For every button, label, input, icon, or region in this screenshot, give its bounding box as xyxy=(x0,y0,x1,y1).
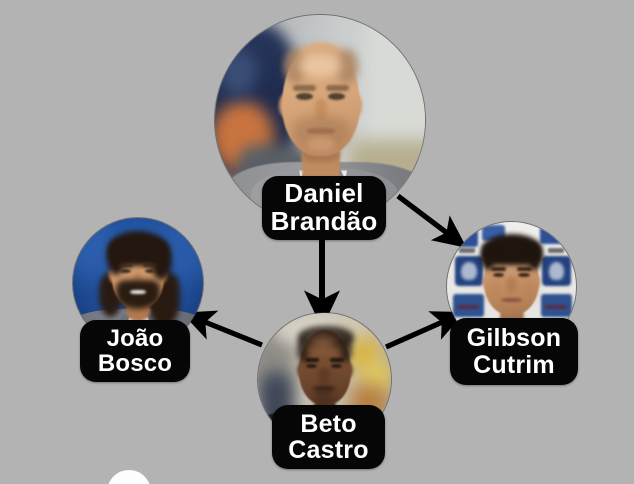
label-joao-line1: João xyxy=(106,324,164,352)
label-gilbson-line2: Cutrim xyxy=(473,350,555,379)
node-joao-bosco[interactable]: João Bosco xyxy=(73,218,203,382)
node-beto-castro[interactable]: Beto Castro xyxy=(258,313,391,469)
arrow-beto-to-joao xyxy=(181,310,263,348)
label-daniel-brandao[interactable]: Daniel Brandão xyxy=(262,176,386,240)
label-beto-line1: Beto xyxy=(300,409,357,438)
bottom-partial-circle xyxy=(107,470,151,484)
node-daniel-brandao[interactable]: Daniel Brandão xyxy=(215,15,425,240)
photo-daniel-brandao xyxy=(215,15,425,225)
label-joao-line2: Bosco xyxy=(97,350,173,377)
arrow-beto-to-gilbson xyxy=(384,311,466,350)
label-beto-castro[interactable]: Beto Castro xyxy=(272,405,385,469)
label-daniel-line1: Daniel xyxy=(284,178,364,209)
label-joao-bosco[interactable]: João Bosco xyxy=(80,320,190,382)
label-gilbson-line1: Gilbson xyxy=(466,324,562,352)
node-gilbson-cutrim[interactable]: Gilbson Cutrim xyxy=(447,222,578,385)
label-gilbson-cutrim[interactable]: Gilbson Cutrim xyxy=(450,318,578,385)
label-daniel-line2: Brandão xyxy=(270,206,378,236)
label-beto-line2: Castro xyxy=(288,436,369,464)
